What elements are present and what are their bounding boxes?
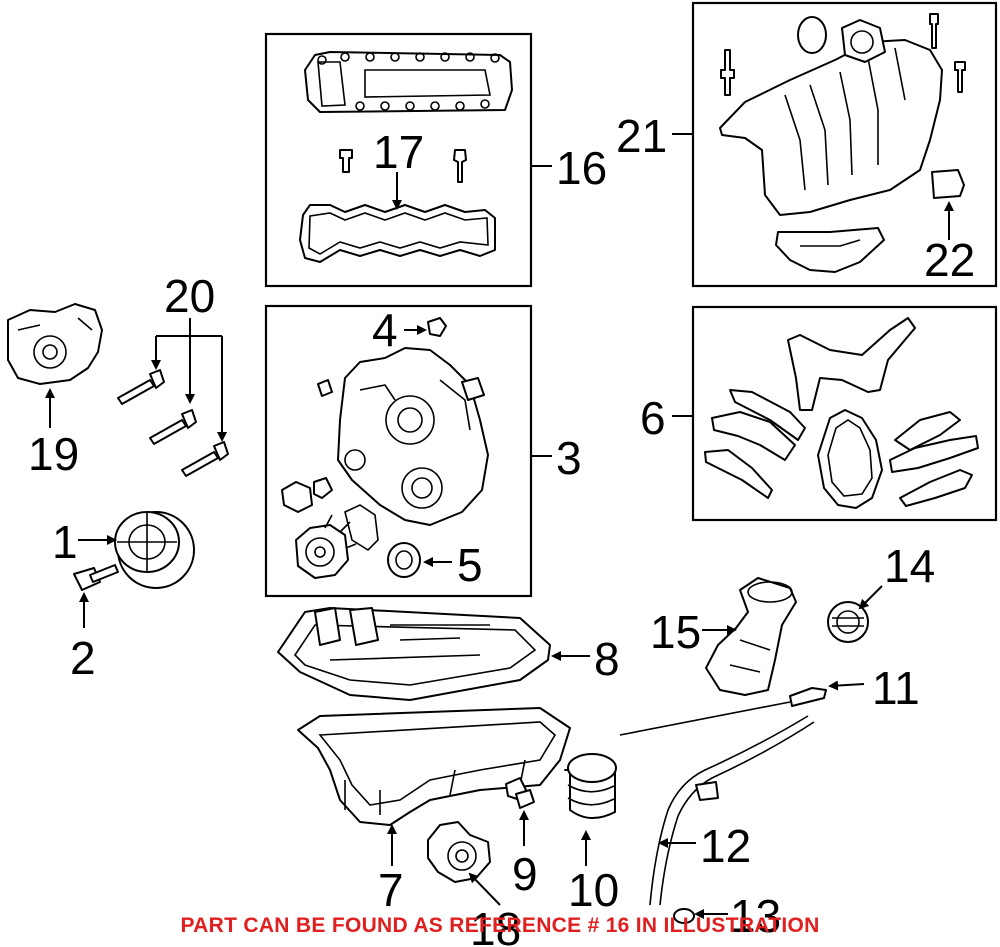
oil-pump-bolt	[117, 369, 229, 477]
water-pump-gasket	[344, 504, 379, 552]
box-valve-cover-group	[264, 32, 533, 288]
water-pump	[295, 514, 357, 579]
callout-22: 22	[924, 234, 975, 286]
valve-cover-gasket	[299, 204, 496, 263]
callout-6: 6	[640, 392, 666, 444]
intake-seal	[931, 169, 965, 199]
callout-11: 11	[872, 662, 920, 714]
callout-18: 18	[470, 903, 521, 947]
timing-cover-seal-small	[427, 317, 447, 337]
valve-cover	[304, 51, 513, 113]
callout-1: 1	[52, 516, 78, 568]
valve-cover-bolt	[339, 149, 467, 183]
callout-10: 10	[568, 864, 619, 916]
timing-cover	[337, 347, 489, 526]
callout-7: 7	[378, 864, 404, 916]
callout-20: 20	[164, 270, 215, 322]
dipstick-tube	[649, 715, 815, 906]
intake-manifold-gasket-ring	[797, 16, 827, 54]
callout-5: 5	[457, 539, 483, 591]
dipstick	[619, 687, 827, 736]
callout-13: 13	[730, 890, 781, 942]
oil-pump	[7, 303, 103, 385]
box-intake-manifold-group	[691, 1, 998, 288]
callout-16: 16	[556, 142, 607, 194]
oil-pan-upper	[277, 607, 551, 701]
timing-chain-kit	[704, 317, 979, 509]
intake-manifold-lower-gasket	[775, 227, 885, 273]
callout-4: 4	[372, 304, 398, 356]
callout-3: 3	[556, 432, 582, 484]
intake-manifold	[719, 19, 943, 216]
callout-12: 12	[700, 820, 751, 872]
crankshaft-bolt	[73, 564, 119, 591]
crankshaft-pulley	[114, 511, 195, 589]
oil-filter-adapter	[427, 821, 491, 883]
callout-19: 19	[28, 428, 79, 480]
dowel-pin	[317, 379, 333, 397]
callout-8: 8	[594, 633, 620, 685]
callout-21: 21	[616, 110, 667, 162]
oil-pan	[297, 707, 571, 826]
callout-14: 14	[884, 540, 935, 592]
callout-15: 15	[650, 606, 701, 658]
callout-2: 2	[70, 632, 96, 684]
callout-17: 17	[373, 126, 424, 178]
box-timing-cover-group	[264, 304, 533, 598]
oil-filter	[564, 753, 617, 819]
callout-9: 9	[512, 848, 538, 900]
crankshaft-seal	[387, 542, 421, 578]
box-timing-chain-group	[691, 305, 998, 522]
oil-filler-cap	[827, 601, 869, 643]
oil-filler-tube	[705, 577, 797, 696]
intake-manifold-stud	[720, 13, 966, 96]
drain-plug	[505, 777, 535, 809]
thermostat-housing	[281, 477, 333, 513]
reference-note: PART CAN BE FOUND AS REFERENCE # 16 IN I…	[180, 914, 820, 937]
